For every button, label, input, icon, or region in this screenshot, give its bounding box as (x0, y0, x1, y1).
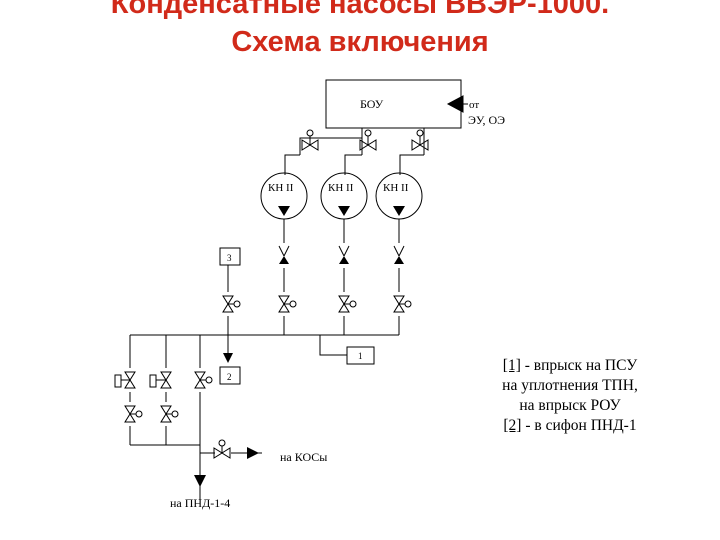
note-line-1-text: - впрыск на ПСУ (520, 357, 638, 374)
kos-arrow-icon (247, 447, 259, 459)
note-ref-2: [2] (503, 417, 522, 434)
inlet-arrow-icon (446, 95, 464, 113)
source-from-label: от (469, 99, 479, 111)
note-line-4-text: - в сифон ПНД-1 (521, 417, 637, 434)
pump-1-arrow-icon (278, 206, 290, 216)
source-name-label: ЭУ, ОЭ (468, 113, 505, 127)
note-ref-1: [1] (502, 357, 521, 374)
marker-2-label: 2 (227, 372, 232, 382)
marker-3-label: 3 (227, 253, 232, 263)
marker-3-box (219, 247, 241, 266)
to-kos-label: на КОСы (280, 450, 327, 464)
marker-1-label: 1 (358, 351, 363, 361)
marker-2-box (219, 366, 241, 385)
slide-title-line1: Конденсатные насосы ВВЭР-1000. (110, 0, 610, 20)
slide-title-line2: Схема включения (231, 26, 489, 58)
note-line-4: [2] - в сифон ПНД-1 (470, 416, 670, 436)
pnd-arrow-icon (194, 475, 206, 487)
pump-2-arrow-icon (338, 206, 350, 216)
pump-2-label: КН II (328, 182, 354, 194)
note-line-1: [1] - впрыск на ПСУ (470, 356, 670, 376)
to-pnd-label: на ПНД-1-4 (170, 496, 230, 510)
bou-label: БОУ (360, 97, 384, 111)
legend-notes: [1] - впрыск на ПСУ на уплотнения ТПН, н… (470, 356, 670, 436)
marker-1-box (346, 346, 375, 365)
note-line-3: на впрыск РОУ (519, 397, 621, 414)
bou-box (325, 79, 462, 129)
pump-3-label: КН II (383, 182, 409, 194)
marker-2-arrow-icon (223, 353, 233, 363)
pump-3-arrow-icon (393, 206, 405, 216)
note-line-2: на уплотнения ТПН, (502, 377, 638, 394)
pump-1-label: КН II (268, 182, 294, 194)
